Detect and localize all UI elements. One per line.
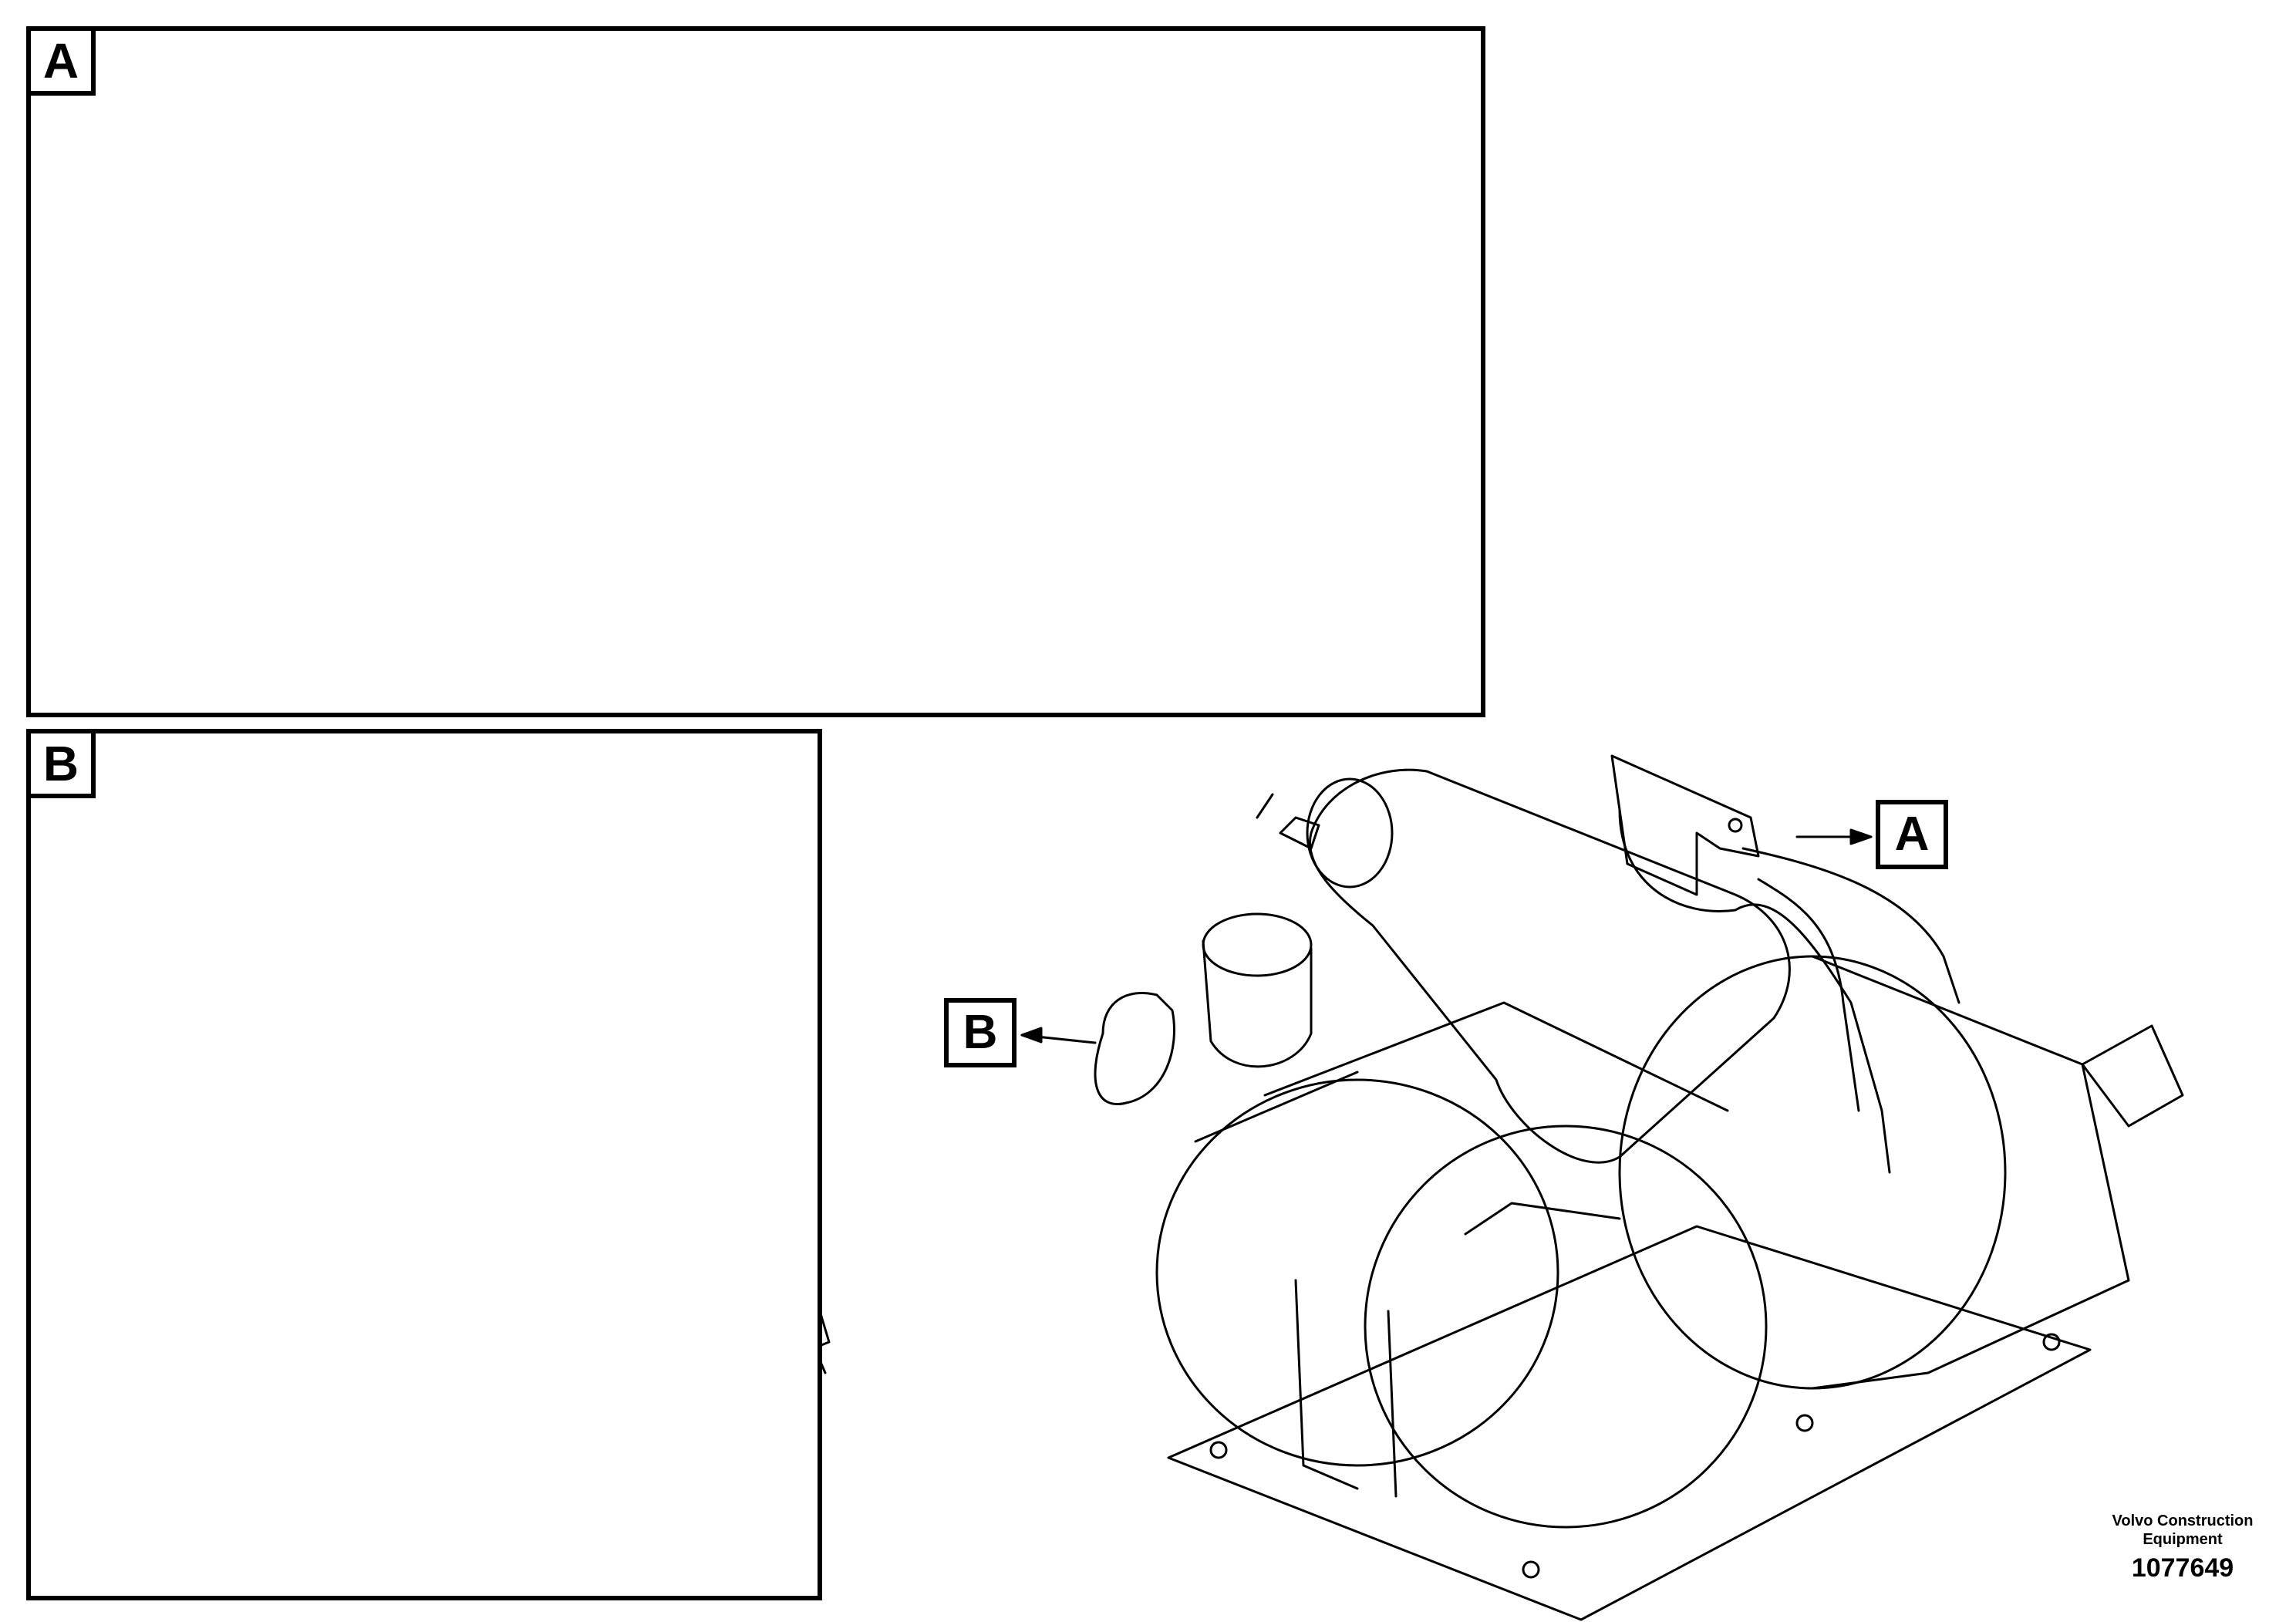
callout-a: A: [1876, 800, 1948, 869]
drawing-number: 1077649: [2131, 1553, 2234, 1583]
callout-leader-lines: [1020, 828, 1873, 1044]
panel-a-frame: A: [26, 26, 1485, 717]
manufacturer-label: Volvo Construction Equipment: [2082, 1512, 2283, 1549]
manufacturer-line-2: Equipment: [2143, 1531, 2223, 1548]
exhaust-aftertreatment-assembly: [1094, 754, 2184, 1621]
panel-b-tag: B: [26, 729, 96, 798]
manufacturer-line-1: Volvo Construction: [2112, 1512, 2254, 1529]
panel-b-frame: B: [26, 729, 822, 1600]
panel-a-tag: A: [26, 26, 96, 96]
callout-b: B: [944, 998, 1017, 1067]
